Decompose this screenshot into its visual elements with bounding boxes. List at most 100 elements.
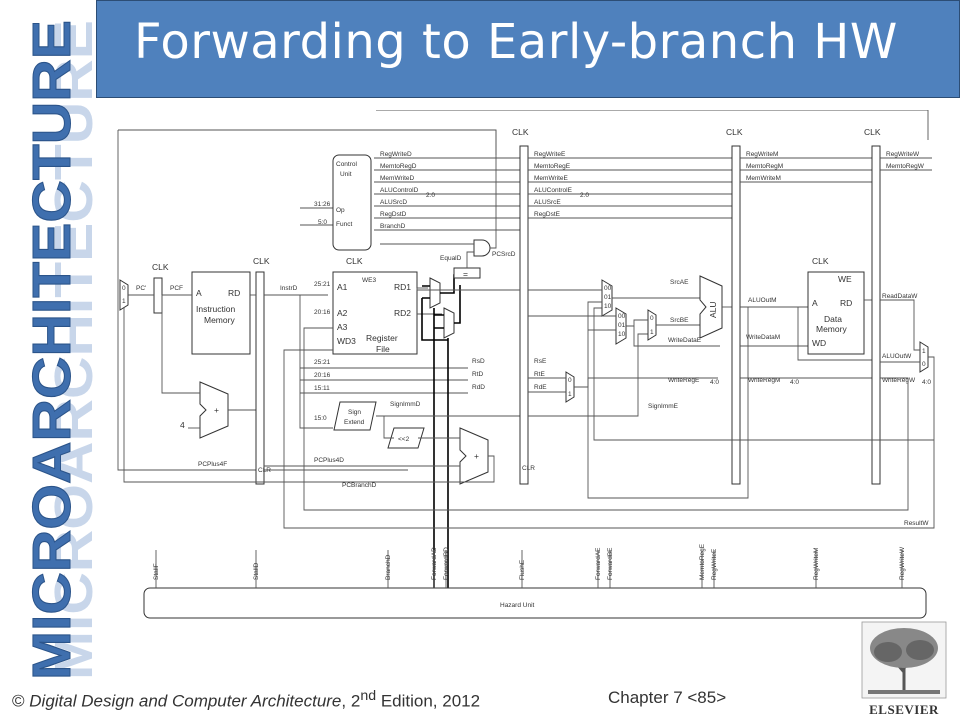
hazard-signal-7: ForwardBE [607,547,614,580]
srcae-label: SrcAE [670,279,689,286]
clk-pc: CLK [152,262,169,272]
clk-ifid: CLK [253,256,270,266]
bits-20-16: 20:16 [314,309,331,316]
control-unit-label-2: Unit [340,171,352,178]
ex-mem-register [731,145,741,485]
ifid-clr: CLR [258,467,271,474]
pc-prime-label: PC' [136,285,146,292]
hazard-signal-10: RegWriteM [813,548,820,580]
sign-extend-label-2: Extend [344,419,365,426]
ctrl-e-4: ALUSrcE [534,199,561,206]
signimme-label: SignImmE [648,403,679,410]
writeregw-label: WriteRegW [882,377,916,384]
pcplus4-adder [199,381,229,439]
rf-label-1: Register [366,333,398,343]
brand-text: MICROARCHITECTURE [22,20,82,680]
pipeline-datapath-diagram: 0 1 PC' CLK PCF A RD Instruction Memory … [117,110,935,619]
pc-mux-in0: 0 [122,285,126,292]
dmem-wd: WD [812,338,826,348]
fae-in-00: 00 [604,285,612,292]
hazard-signal-0: StallF [153,563,160,580]
bits-25-21: 25:21 [314,281,331,288]
ctrl-m-2: MemWriteM [746,175,781,182]
pcplus4-adder-plus: + [214,405,219,415]
alucontrole-sub: 2:0 [580,192,589,199]
forward-be-mux [615,307,627,345]
hazard-signal-9: RegWriteE [711,548,718,580]
alusrc-mux-in0: 0 [650,315,654,322]
alu-label: ALU [708,301,718,318]
control-e-signals: RegWriteEMemtoRegEMemWriteEALUControlEAL… [528,151,732,219]
signimmd-label: SignImmD [390,401,421,408]
mem-wb-register [871,145,881,485]
microarchitecture-brand: MICROARCHITECTURE MICROARCHITECTURE [22,20,101,681]
fae-in-01: 01 [604,294,612,301]
ctrl-w-0: RegWriteW [886,151,920,158]
fae-in-10: 10 [604,303,612,310]
hazard-unit-label: Hazard Unit [500,602,535,609]
rf-rd2: RD2 [394,308,411,318]
resultw-label: ResultW [904,520,929,527]
imem-label-2: Memory [204,315,235,325]
rtd-label: RtD [472,371,484,378]
hazard-signal-11: RegWriteW [899,546,906,580]
imem-label-1: Instruction [196,304,235,314]
forward-ae-mux [601,279,613,317]
alu [699,275,723,339]
rde-label: RdE [534,384,547,391]
hazard-signal-8: MemtoRegE [699,543,706,580]
const-four: 4 [180,420,185,430]
rte-label: RtE [534,371,546,378]
writeregm-label: WriteRegM [748,377,780,384]
ctrl-w-1: MemtoRegW [886,163,925,170]
regdst-mux-in0: 0 [568,377,572,384]
rf-a2: A2 [337,308,348,318]
writeregw-sub: 4:0 [922,379,931,386]
footer-citation: © Digital Design and Computer Architectu… [12,688,481,711]
writedatae-label: WriteDataE [668,337,702,344]
ctrl-e-1: MemtoRegE [534,163,571,170]
control-unit-label-1: Control [336,161,358,168]
hazard-signal-3: ForwardAD [431,547,438,580]
slide-title: Forwarding to Early-branch HW [134,14,898,70]
aluoutw-label: ALUOutW [882,353,912,360]
pcbranch-adder-plus: + [474,451,479,461]
pcsrcd-label: PCSrcD [492,251,516,258]
register-file [332,271,418,355]
pcbranchd-label: PCBranchD [342,482,377,489]
hazard-signal-6: ForwardAE [595,547,602,580]
memtoreg-mux-in0: 0 [922,361,926,368]
sign-extend [333,401,377,431]
equality-symbol: = [463,269,468,279]
ctrl-d-5: RegDstD [380,211,407,218]
ctrl-d-0: RegWriteD [380,151,412,158]
hazard-signal-2: BranchD [385,554,392,580]
clk-rf: CLK [346,256,363,266]
dmem-label-2: Memory [816,324,847,334]
clk-memwb: CLK [864,127,881,137]
rf-rd1: RD1 [394,282,411,292]
bits-15-11: 15:11 [314,385,330,392]
ctrl-e-3: ALUControlE [534,187,573,194]
hazard-signal-4: ForwardBD [443,547,450,580]
ctrl-m-0: RegWriteM [746,151,778,158]
idex-clr: CLR [522,465,535,472]
control-d-signals: RegWriteDMemtoRegDMemWriteDALUControlDAL… [374,151,520,231]
instruction-memory [191,271,251,355]
bits-31-26: 31:26 [314,201,331,208]
rsd-label: RsD [472,358,485,365]
forward-bd-mux [443,307,455,339]
imem-a: A [196,288,202,298]
writerege-sub: 4:0 [710,379,719,386]
regdst-mux-in1: 1 [568,391,572,398]
writerege-label: WriteRegE [668,377,700,384]
ctrl-e-5: RegDstE [534,211,561,218]
shift-left-2-label: <<2 [398,436,410,443]
rf-label-2: File [376,344,390,354]
writedatam-label: WriteDataM [746,334,780,341]
edition-text: Edition, 2012 [380,691,481,711]
writeregm-sub: 4:0 [790,379,799,386]
ctrl-d-4: ALUSrcD [380,199,407,206]
pc-mux-in1: 1 [122,298,126,305]
